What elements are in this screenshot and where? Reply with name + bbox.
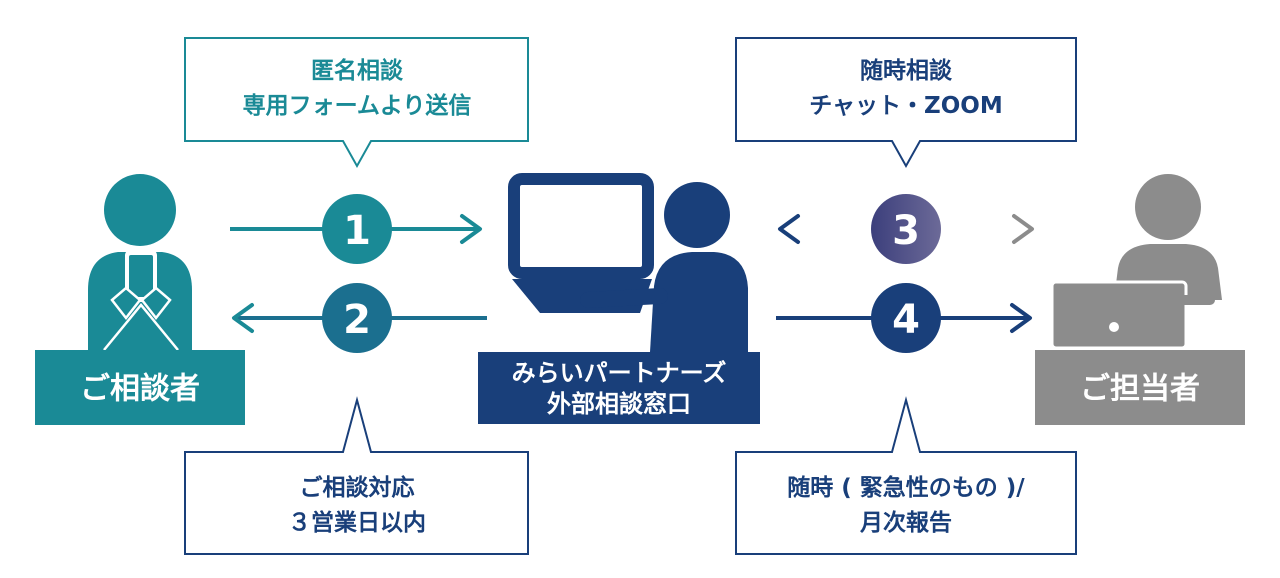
callout-anytime-consultation: 随時相談 チャット・ZOOM	[735, 37, 1077, 169]
callout-report: 随時 ( 緊急性のもの )/ 月次報告	[735, 396, 1077, 555]
contact-label: ご担当者	[1080, 372, 1200, 407]
step-3-number: 3	[892, 208, 920, 254]
step-4-badge	[871, 283, 941, 353]
callout-top-left-line2: 専用フォームより送信	[243, 92, 472, 119]
center-label-line2: 外部相談窓口	[547, 390, 691, 418]
center-label-line1: みらいパートナーズ	[512, 359, 727, 387]
contact-label-box	[1035, 350, 1245, 425]
callout-top-right-line2: チャット・ZOOM	[809, 93, 1002, 119]
step-3-badge	[871, 194, 941, 264]
consultee-label-box	[35, 350, 245, 425]
step-4-number: 4	[892, 297, 920, 343]
arrow-step-4: 4	[776, 283, 1032, 353]
center-figure: みらいパートナーズ 外部相談窓口	[478, 173, 760, 424]
arrow-step-3: 3	[778, 194, 1034, 264]
callout-anonymous-consultation: 匿名相談 専用フォームより送信	[184, 37, 529, 169]
operator-with-monitor-icon	[508, 173, 748, 352]
consultee-label: ご相談者	[80, 372, 200, 407]
arrow-step-1: 1	[230, 194, 482, 264]
center-label-box	[478, 352, 760, 424]
step-2-badge	[322, 283, 392, 353]
callout-consultation-response: ご相談対応 ３営業日以内	[184, 396, 529, 555]
contact-figure: ご担当者	[1035, 174, 1245, 425]
arrow-step-2: 2	[232, 283, 487, 353]
callout-top-right-line1: 随時相談	[860, 57, 953, 84]
callout-bottom-right-line2: 月次報告	[859, 509, 952, 536]
callout-bottom-left-line2: ３営業日以内	[288, 509, 426, 536]
step-1-badge	[322, 194, 392, 264]
person-with-laptop-icon	[1050, 174, 1222, 350]
consultee-figure: ご相談者	[35, 174, 245, 425]
person-with-smartphone-icon	[88, 174, 192, 351]
step-2-number: 2	[343, 297, 371, 343]
callout-bottom-right-line1: 随時 ( 緊急性のもの )/	[787, 474, 1025, 501]
callout-bottom-left-line1: ご相談対応	[300, 474, 415, 501]
callout-top-left-line1: 匿名相談	[311, 57, 404, 84]
step-1-number: 1	[343, 208, 371, 254]
